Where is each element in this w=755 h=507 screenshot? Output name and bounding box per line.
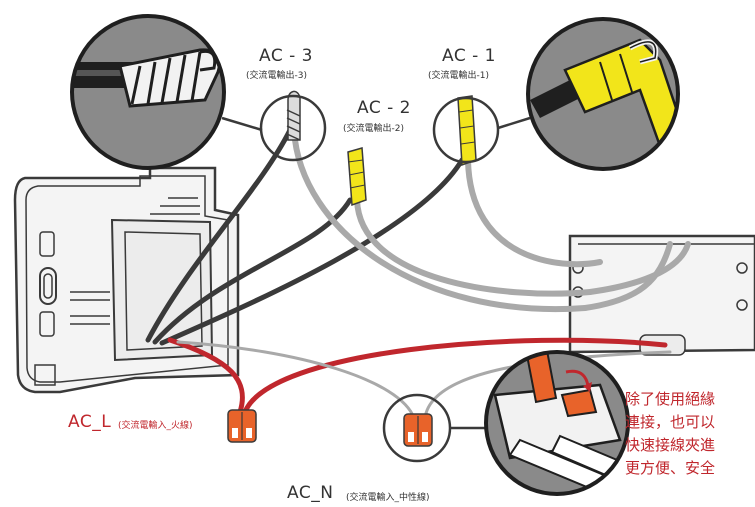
twisted-wire-end-ac3 xyxy=(286,90,301,141)
label-ac3-title: AC - 3 xyxy=(259,46,313,66)
black-wire-ac3 xyxy=(145,127,293,343)
leader-line-ac1 xyxy=(497,116,531,130)
label-ac2-title: AC - 2 xyxy=(357,98,411,118)
junction-box xyxy=(568,234,755,356)
note-line: 除了使用絕緣 xyxy=(625,390,716,408)
wire-connector-live xyxy=(227,409,257,443)
red-wire-live xyxy=(242,337,668,415)
gray-wire-ac2 xyxy=(354,197,593,297)
label-acl-title: AC_L xyxy=(68,412,112,432)
neutral-wire-feed xyxy=(176,340,416,420)
zoom-circle-hook-wire xyxy=(70,14,226,170)
label-ac2-subtitle: (交流電輸出-2) xyxy=(343,124,404,134)
note-line: 連接，也可以 xyxy=(625,413,716,431)
device-housing xyxy=(13,166,240,394)
label-acn-subtitle: (交流電輸入_中性線) xyxy=(346,493,430,503)
label-acn-title: AC_N xyxy=(287,483,334,503)
neutral-wire-out xyxy=(423,350,672,420)
zoom-circle-lever-connector xyxy=(484,350,630,496)
gray-wire-junction-2 xyxy=(587,241,691,295)
black-wire-ac1 xyxy=(159,157,465,346)
gray-wire-ac3 xyxy=(291,127,588,313)
zoom-circle-taped-wire xyxy=(526,17,680,171)
insulating-tape-ac2 xyxy=(347,147,367,207)
label-ac3-subtitle: (交流電輸出-3) xyxy=(246,71,307,81)
note-line: 更方便、安全 xyxy=(625,459,716,477)
detail-ring-ac1 xyxy=(432,96,500,164)
label-acl-subtitle: (交流電輸入_火線) xyxy=(118,421,193,431)
wire-connector-neutral xyxy=(403,413,433,447)
black-wire-ac2 xyxy=(152,197,353,345)
gray-wire-ac1 xyxy=(465,157,603,268)
label-ac1-title: AC - 1 xyxy=(442,46,496,66)
connector-note: 除了使用絕緣 連接，也可以 快速接線夾進 更方便、安全 xyxy=(625,388,755,480)
leader-line-ac3 xyxy=(221,116,263,132)
label-ac1-subtitle: (交流電輸出-1) xyxy=(428,71,489,81)
gray-wire-junction-1 xyxy=(582,241,673,311)
red-wire-feed xyxy=(167,337,245,415)
wire-bundle xyxy=(145,127,691,420)
insulating-tape-ac1 xyxy=(457,95,477,167)
detail-ring-ac3 xyxy=(259,94,327,162)
note-line: 快速接線夾進 xyxy=(625,436,716,454)
